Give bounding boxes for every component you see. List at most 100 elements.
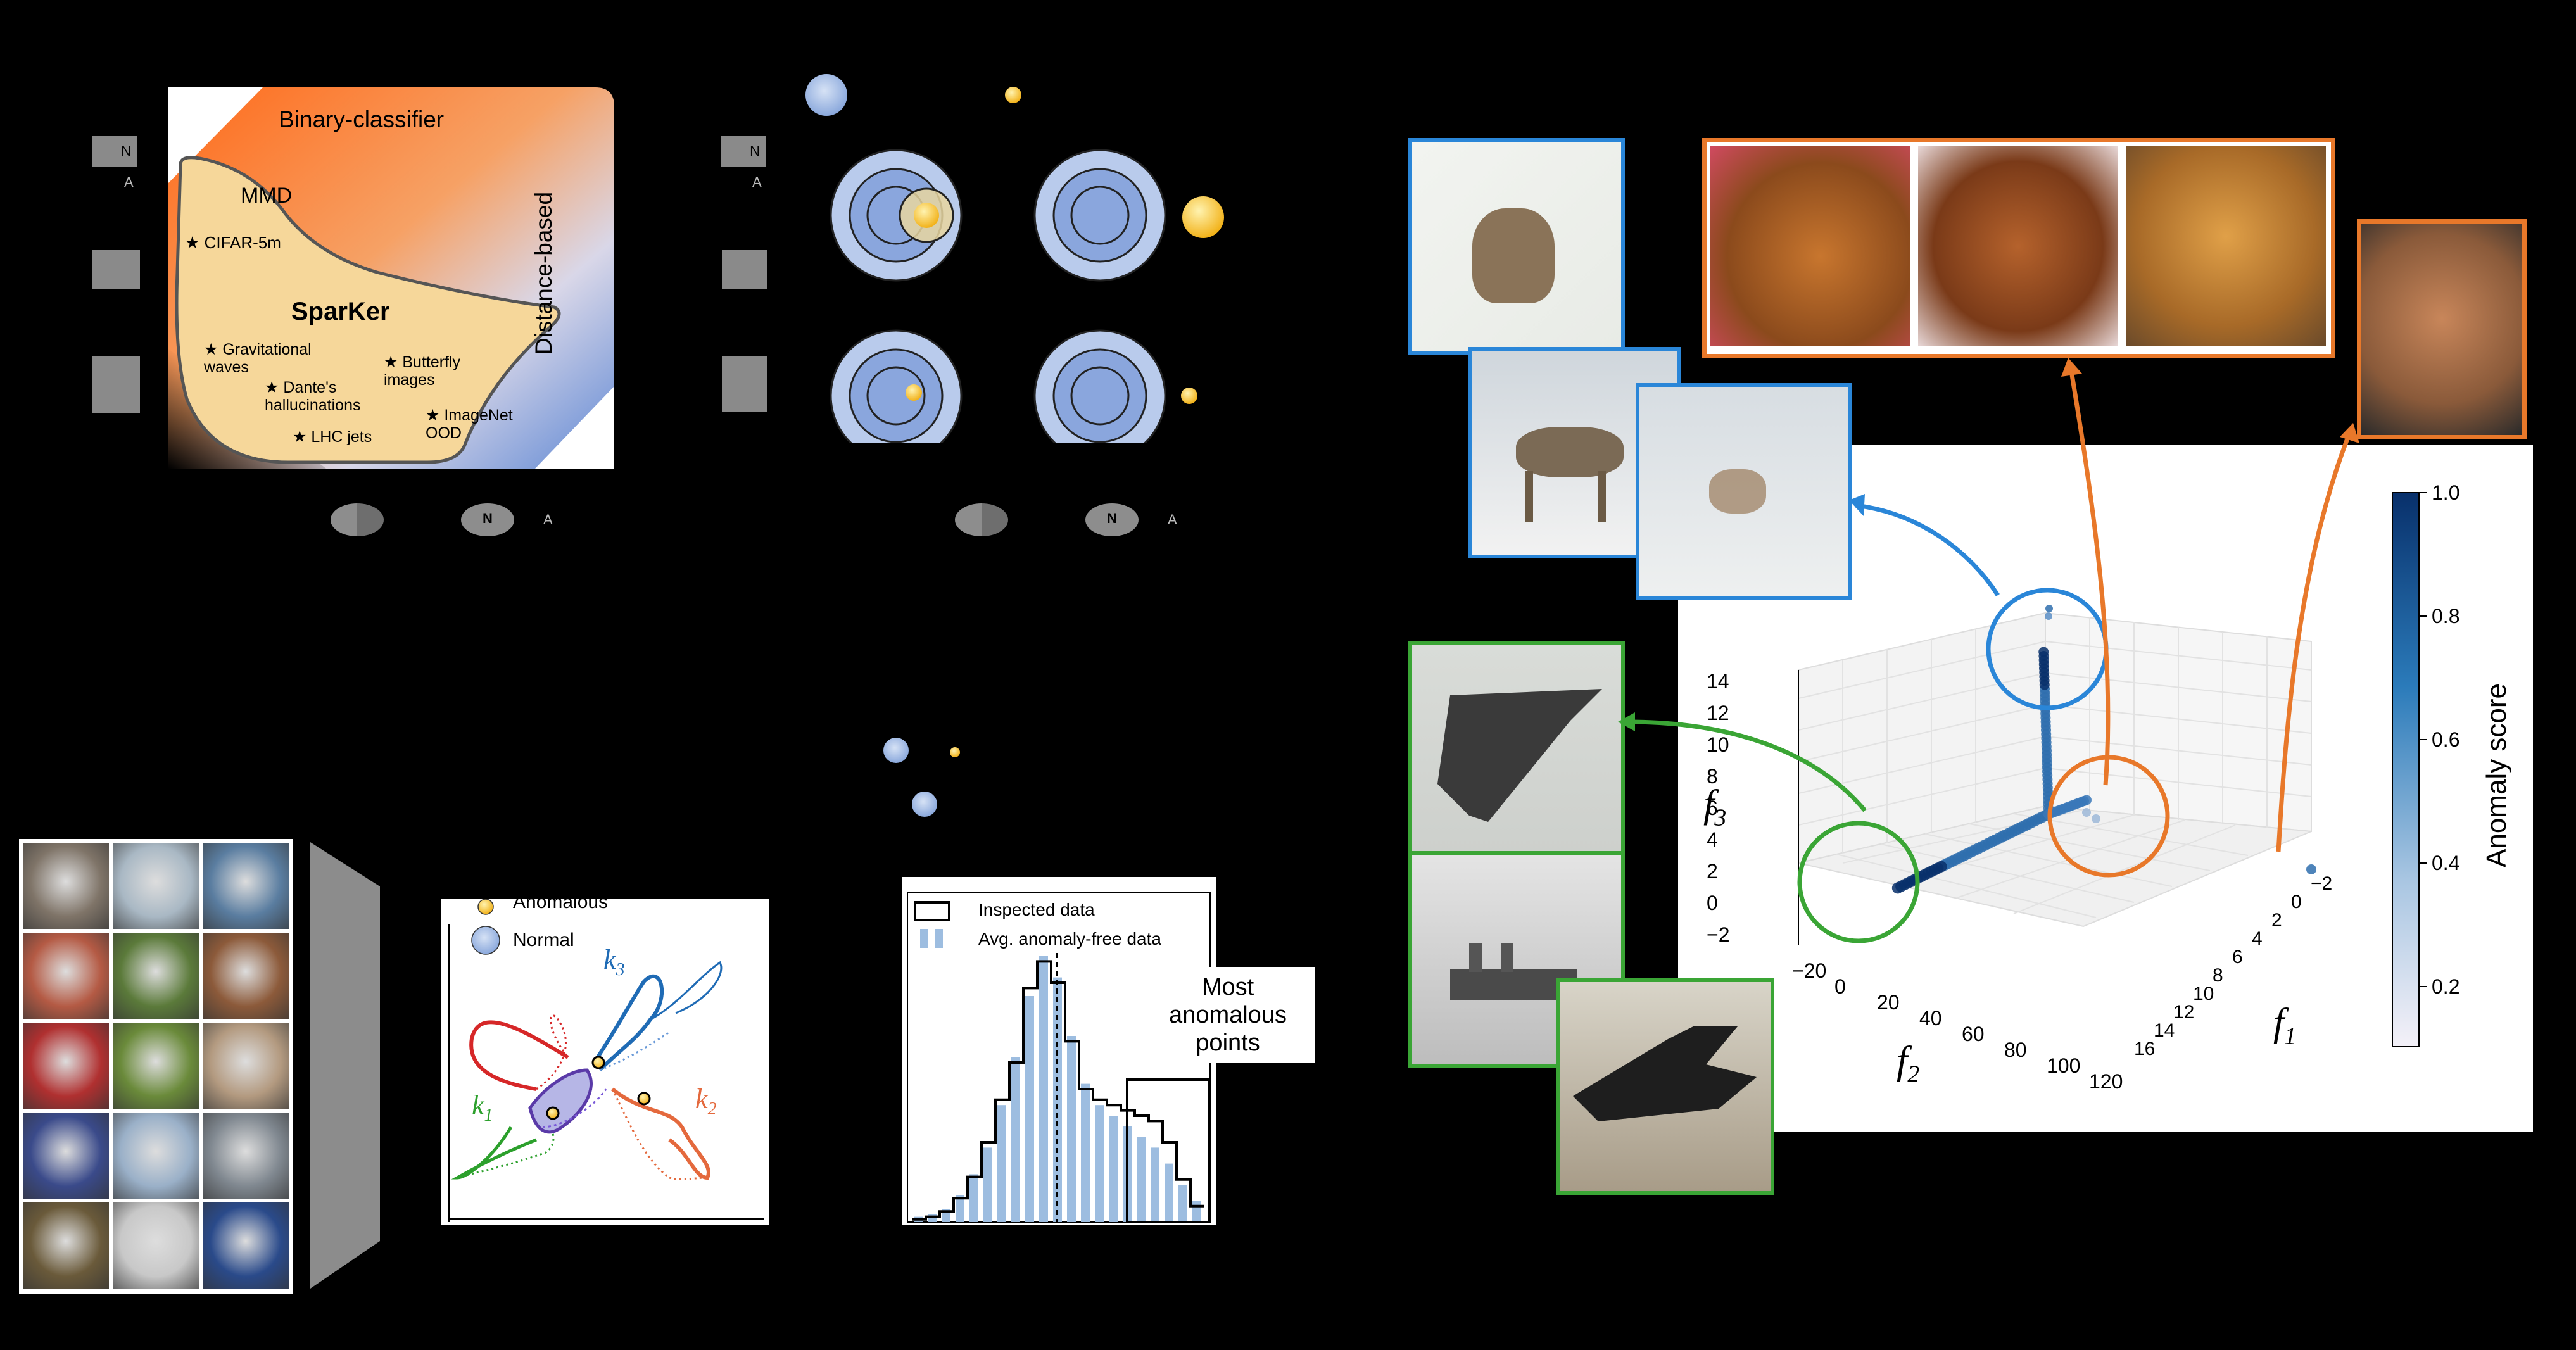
point-imagenet: ★ ImageNet OOD (426, 407, 513, 442)
regime-right-label: Distance-based (531, 191, 557, 355)
f3-tick-label: 14 (1707, 670, 1729, 693)
hist-bar (1081, 1083, 1090, 1222)
legend-anomalous: Anomalous (513, 892, 609, 912)
legend-n-ellipse-1 (461, 503, 514, 536)
f2-axis-label: f2 (1897, 1039, 1920, 1088)
f1-tick-label: 2 (2271, 910, 2282, 931)
legend-a-text-2: A (543, 512, 553, 527)
kernel-circles-panel (805, 74, 1224, 443)
point-gravitational: ★ Gravitational waves (204, 341, 312, 376)
legend-n-box-1: N (92, 136, 137, 167)
f2-tick-label: 40 (1919, 1007, 1942, 1030)
hist-bar (928, 1214, 937, 1222)
hist-bar (969, 1174, 978, 1222)
regime-top-label: Binary-classifier (279, 106, 445, 132)
legend-n-text-1: N (483, 510, 493, 526)
legend-grey-box-5 (722, 250, 767, 289)
hist-bar (1039, 956, 1048, 1222)
hist-bar (1025, 996, 1034, 1222)
f1-tick-label: −2 (2311, 873, 2333, 894)
cifar-tile (203, 933, 289, 1019)
hist-bar (1137, 1137, 1146, 1222)
hist-bar (997, 1105, 1006, 1222)
legend-a-text-3: A (1168, 512, 1177, 527)
thumb-stealth-plane (1408, 641, 1625, 857)
scatter-point (2045, 605, 2053, 612)
scatter-point (2038, 647, 2049, 657)
hist-bar (1178, 1185, 1187, 1222)
hist-bar (1095, 1105, 1104, 1222)
cifar-tile (113, 1113, 199, 1199)
legend-grey-box-3 (92, 356, 140, 413)
annotation-arrows (1618, 358, 2359, 852)
f2-tick-label: 120 (2089, 1070, 2123, 1093)
f3-axis-label: f3 (1703, 783, 1727, 831)
point-cifar5m: ★ CIFAR-5m (185, 233, 281, 252)
f1-tick-label: 10 (2193, 983, 2214, 1004)
encoder-trapezoid (310, 842, 380, 1289)
cbar-tick-06: 0.6 (2432, 728, 2460, 751)
legend-avg: Avg. anomaly-free data (978, 929, 1161, 949)
hist-bar (983, 1147, 992, 1222)
hist-bar (1011, 1057, 1020, 1222)
f2-tick-label: 100 (2047, 1054, 2081, 1077)
regime-map (168, 87, 614, 469)
f2-tick-label: 80 (2004, 1038, 2027, 1061)
scatter3d-drawing (1797, 492, 2427, 1047)
cifar-tile (23, 843, 109, 929)
legend-inspected: Inspected data (978, 900, 1095, 919)
f1-tick-label: 16 (2134, 1038, 2156, 1059)
thumb-dog-single (2357, 219, 2527, 439)
f3-tick-label: 0 (1707, 892, 1718, 914)
f3-tick-label: 8 (1707, 765, 1718, 788)
point-butterfly: ★ Butterfly images (384, 353, 461, 389)
f3-tick-label: 6 (1707, 797, 1718, 819)
legend-a-label-4: A (752, 174, 762, 190)
f2-tick-label: 0 (1834, 975, 1846, 998)
legend-n-box-4: N (721, 136, 766, 167)
f1-tick-label: 14 (2154, 1020, 2175, 1041)
scatter-point (2092, 814, 2100, 823)
f1-tick-label: 4 (2252, 928, 2263, 949)
f1-tick-label: 6 (2232, 947, 2243, 968)
f2-tick-label: 60 (1962, 1023, 1985, 1045)
cbar-tick-08: 0.8 (2432, 605, 2460, 628)
f3-tick-label: 4 (1707, 828, 1718, 851)
histogram-drawing (907, 892, 1211, 1223)
cbar-tick-04: 0.4 (2432, 852, 2460, 874)
scatter-point (2081, 795, 2092, 805)
cifar-tile (23, 1023, 109, 1109)
thumb-dog-strip (1702, 138, 2335, 358)
thumb-deer-2 (1636, 383, 1852, 600)
hist-bar (1109, 1116, 1118, 1222)
mini-legend-dots (883, 738, 960, 817)
cifar-tile (203, 1113, 289, 1199)
f1-tick-label: 8 (2213, 965, 2223, 986)
k2-label: k2 (695, 1083, 717, 1119)
sparker-label: SparKer (291, 298, 390, 325)
scatter-point (1891, 882, 1904, 894)
scatter-point (2045, 612, 2052, 620)
hist-bar (1151, 1147, 1159, 1222)
cifar-tile (203, 1023, 289, 1109)
cifar-tile (113, 1202, 199, 1289)
scatter-point (2306, 864, 2316, 874)
cifar-tile (113, 1023, 199, 1109)
f3-tick-label: 2 (1707, 860, 1718, 883)
cifar-tile (113, 843, 199, 929)
legend-grey-box-6 (722, 356, 767, 412)
most-anomalous-callout: Most anomalous points (1141, 967, 1315, 1063)
hist-bar (1192, 1201, 1201, 1222)
k3-label: k3 (603, 944, 625, 980)
scatter-point (2082, 808, 2091, 817)
cifar-tile (113, 933, 199, 1019)
f2-tick-label: 20 (1877, 991, 1900, 1014)
cbar-tick-10: 1.0 (2432, 481, 2460, 504)
cifar-tile (203, 1202, 289, 1289)
point-lhc: ★ LHC jets (293, 428, 372, 446)
legend-split-ellipse-1 (331, 503, 384, 536)
k1-label: k1 (472, 1090, 493, 1125)
hist-bar (956, 1195, 964, 1222)
cbar-tick-02: 0.2 (2432, 975, 2460, 998)
cifar-tile (23, 1202, 109, 1289)
